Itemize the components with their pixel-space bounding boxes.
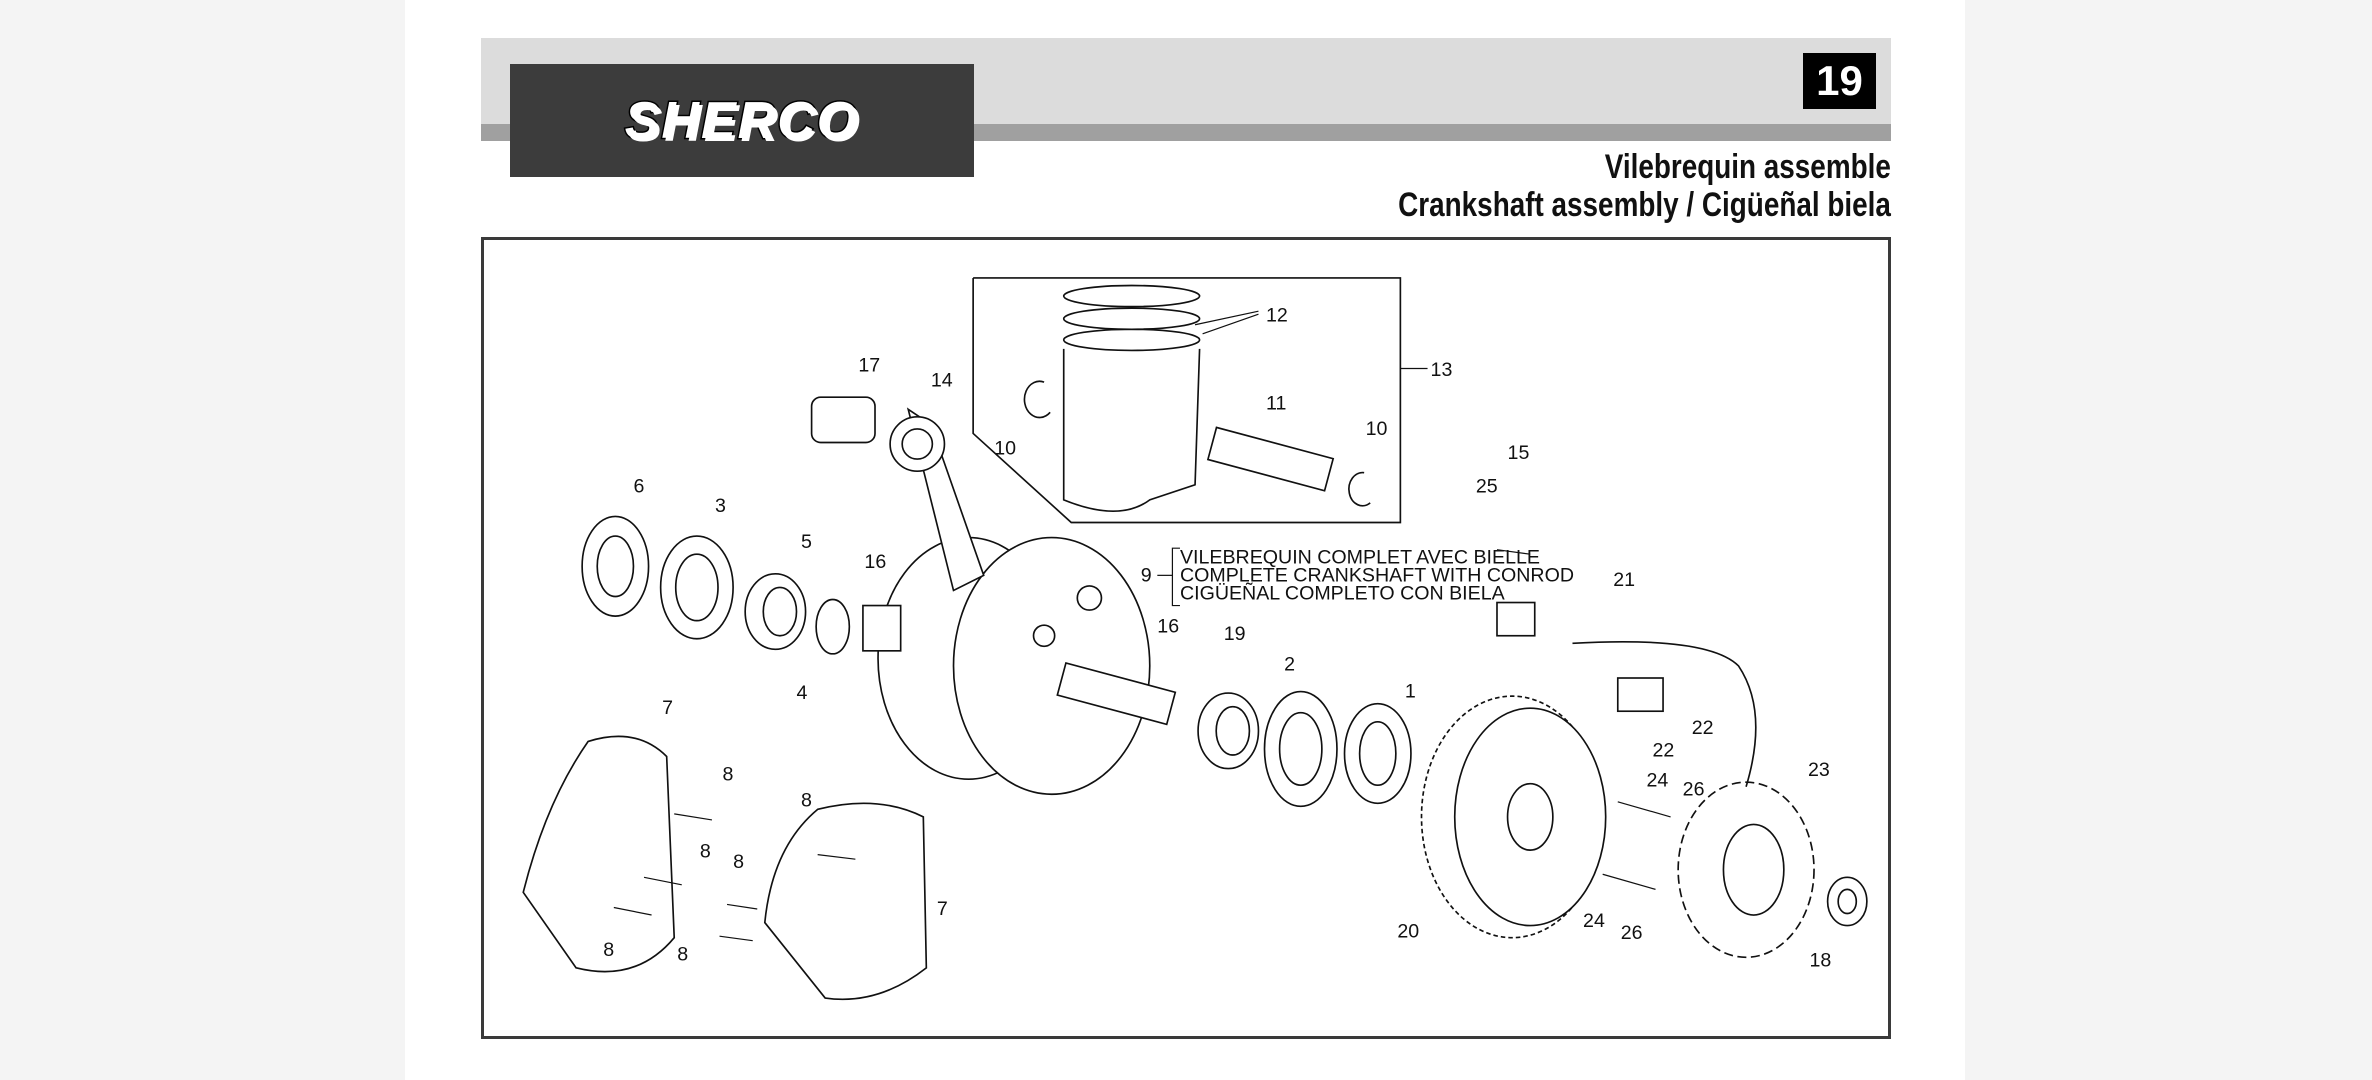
bolts (613, 549, 1671, 942)
callout-24: 24 (1583, 910, 1605, 932)
callout-6: 6 (633, 475, 644, 497)
callout-10: 10 (994, 438, 1016, 460)
diagram-frame: VILEBREQUIN COMPLET AVEC BIELLE COMPLETE… (481, 237, 1891, 1039)
title-french: Vilebrequin assemble (1604, 148, 1891, 186)
callout-8: 8 (677, 943, 688, 965)
callout-9: 9 (1141, 564, 1152, 586)
callout-16: 16 (1157, 616, 1179, 638)
callout-7: 7 (937, 898, 948, 920)
note-crankshaft-complete: VILEBREQUIN COMPLET AVEC BIELLE COMPLETE… (1180, 546, 1574, 604)
callout-23: 23 (1808, 759, 1830, 781)
callout-16: 16 (864, 551, 886, 573)
stator (1496, 601, 1868, 959)
callout-5: 5 (801, 531, 812, 553)
callout-10: 10 (1366, 418, 1388, 440)
note-line-es: CIGÜEÑAL COMPLETO CON BIELA (1180, 581, 1506, 605)
callout-24: 24 (1646, 770, 1668, 792)
callout-2: 2 (1284, 653, 1295, 675)
callout-22: 22 (1652, 740, 1674, 762)
callout-8: 8 (603, 939, 614, 961)
exploded-parts-diagram: VILEBREQUIN COMPLET AVEC BIELLE COMPLETE… (522, 277, 1868, 1001)
note-line-fr: VILEBREQUIN COMPLET AVEC BIELLE (1180, 546, 1540, 568)
title-english-spanish: Crankshaft assembly / Cigüeñal biela (1398, 186, 1891, 224)
callout-26: 26 (1621, 922, 1643, 944)
callout-20: 20 (1397, 921, 1419, 943)
bearings-left (581, 515, 851, 655)
callout-21: 21 (1613, 569, 1635, 591)
callout-8: 8 (700, 841, 711, 863)
callout-8: 8 (801, 789, 812, 811)
callout-8: 8 (733, 851, 744, 873)
main-bearings-right (1197, 690, 1412, 808)
piston-inset (972, 277, 1402, 524)
callout-15: 15 (1508, 442, 1530, 464)
callout-22: 22 (1692, 717, 1714, 739)
brand-logo-text: SHERCO (623, 90, 860, 151)
callout-7: 7 (662, 697, 673, 719)
callout-1: 1 (1405, 681, 1416, 703)
callout-18: 18 (1809, 949, 1831, 971)
brand-logo: SHERCO (510, 64, 974, 177)
callout-14: 14 (931, 370, 953, 392)
leader-lines (1157, 310, 1428, 607)
callout-19: 19 (1224, 623, 1246, 645)
note-line-en: COMPLETE CRANKSHAFT WITH CONROD (1180, 564, 1574, 586)
callout-labels: 12 13 17 14 10 11 10 15 25 6 3 5 16 9 21… (603, 305, 1831, 972)
bearing-caps (522, 735, 928, 1001)
page-number: 19 (1803, 53, 1876, 109)
page-title: Vilebrequin assemble Crankshaft assembly… (1398, 148, 1891, 224)
flywheel-rotor (1420, 695, 1607, 939)
callout-8: 8 (723, 764, 734, 786)
callout-12: 12 (1266, 305, 1288, 327)
callout-3: 3 (715, 495, 726, 517)
callout-25: 25 (1476, 475, 1498, 497)
callout-13: 13 (1431, 359, 1453, 381)
callout-4: 4 (797, 682, 808, 704)
callout-17: 17 (858, 355, 880, 377)
crankshaft (810, 396, 1177, 796)
callout-26: 26 (1683, 779, 1705, 801)
callout-11: 11 (1266, 392, 1286, 414)
